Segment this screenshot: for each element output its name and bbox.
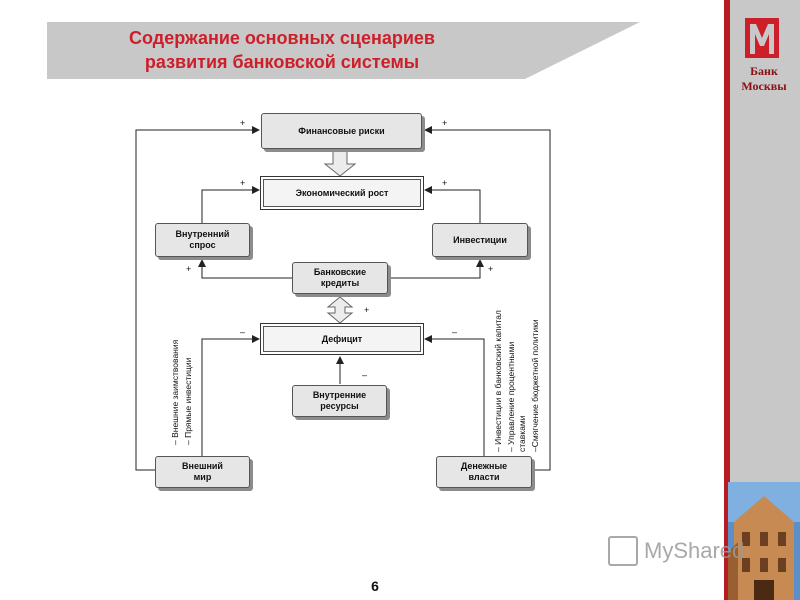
annotation-direct-investment: – Прямые инвестиции [183, 357, 193, 445]
node-bank-loans-label: Банковские кредиты [313, 267, 367, 288]
building-photo [728, 482, 800, 600]
node-investments-label: Инвестиции [453, 234, 507, 245]
sign-minus: – [240, 327, 246, 337]
node-domestic-demand-label: Внутренний спрос [175, 229, 230, 250]
title-line-1: Содержание основных сценариев [129, 28, 435, 48]
node-deficit: Дефицит [260, 323, 424, 355]
node-domestic-resources: Внутренние ресурсы [292, 385, 387, 417]
sign-minus: – [362, 370, 368, 380]
node-monetary-authorities: Денежные власти [436, 456, 532, 488]
title-line-2: развития банковской системы [144, 52, 420, 72]
node-domestic-resources-label: Внутренние ресурсы [312, 390, 367, 411]
sign-plus: + [240, 118, 246, 128]
annotation-bank-capital: – Инвестиции в банковский капитал [493, 310, 503, 452]
watermark: MyShared [608, 536, 744, 566]
node-external-world-label: Внешний мир [182, 461, 223, 482]
node-domestic-demand: Внутренний спрос [155, 223, 250, 257]
sign-minus: – [452, 327, 458, 337]
node-bank-loans: Банковские кредиты [292, 262, 388, 294]
node-economic-growth: Экономический рост [260, 176, 424, 210]
bank-logo-icon [745, 18, 779, 58]
sign-plus: + [442, 178, 448, 188]
sign-plus: + [364, 305, 370, 315]
annotation-rates: ставками [517, 415, 527, 452]
presentation-icon [608, 536, 638, 566]
node-economic-growth-label: Экономический рост [295, 187, 389, 198]
sign-plus: + [186, 264, 192, 274]
sign-plus: + [442, 118, 448, 128]
sign-plus: + [488, 264, 494, 274]
node-monetary-authorities-label: Денежные власти [460, 461, 508, 482]
watermark-text: MyShared [644, 538, 745, 563]
node-financial-risks: Финансовые риски [261, 113, 422, 149]
sign-plus: + [240, 178, 246, 188]
node-investments: Инвестиции [432, 223, 528, 257]
node-external-world: Внешний мир [155, 456, 250, 488]
annotation-external-loans: – Внешние заимствования [170, 339, 180, 445]
page-number: 6 [371, 578, 379, 594]
node-financial-risks-label: Финансовые риски [298, 125, 385, 136]
annotation-rate-management: – Управление процентными [506, 341, 516, 452]
node-deficit-label: Дефицит [321, 333, 363, 344]
annotation-fiscal-easing: –Смягчение бюджетной политики [530, 319, 540, 452]
slide-title: Содержание основных сценариев развития б… [47, 26, 517, 74]
sidebar-edge [724, 0, 730, 600]
bank-name: Банк Москвы [741, 64, 787, 93]
